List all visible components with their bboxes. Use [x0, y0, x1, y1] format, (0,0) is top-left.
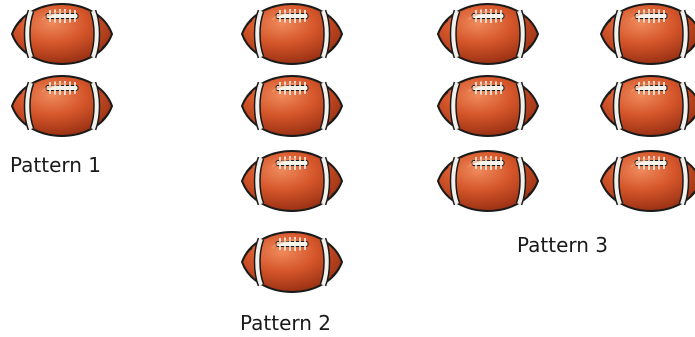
pattern-3-label: Pattern 3 — [517, 235, 608, 255]
football-icon — [601, 151, 695, 211]
pattern-3-group — [438, 4, 695, 211]
pattern-1-label: Pattern 1 — [10, 155, 101, 175]
pattern-2-label: Pattern 2 — [240, 313, 331, 333]
football-icon — [438, 4, 538, 64]
pattern-2-group — [242, 4, 342, 292]
football-icon — [601, 76, 695, 136]
football-icon — [242, 76, 342, 136]
football-icon — [438, 151, 538, 211]
football-icon — [242, 4, 342, 64]
football-icon — [12, 76, 112, 136]
football-icon — [438, 76, 538, 136]
football-icon — [601, 4, 695, 64]
football-icon — [242, 232, 342, 292]
football-icon — [242, 151, 342, 211]
pattern-1-group — [12, 4, 112, 136]
football-icon — [12, 4, 112, 64]
